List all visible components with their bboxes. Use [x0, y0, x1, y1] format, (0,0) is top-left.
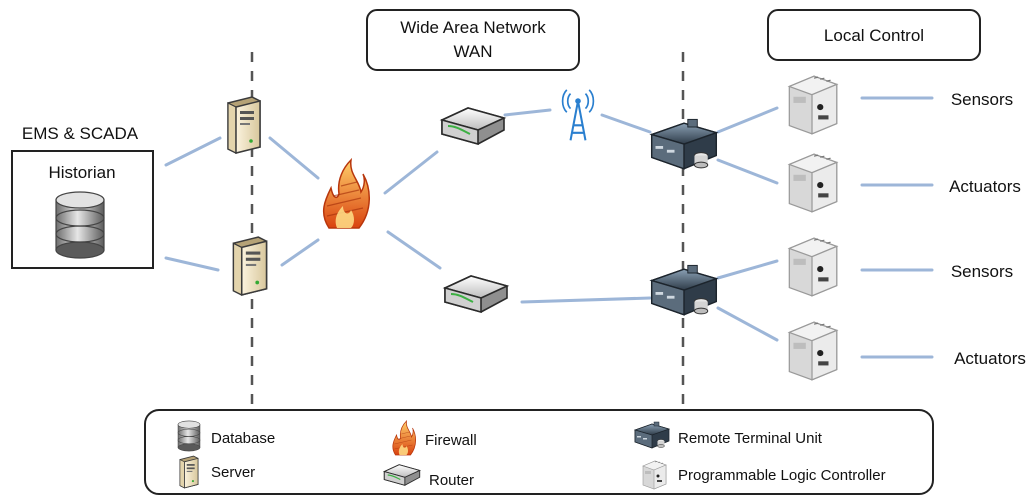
field-device-label: Actuators [954, 349, 1026, 368]
rtu-bottom-icon [650, 264, 718, 316]
link-rtu-top-plc-1 [716, 106, 779, 134]
local-control-box [767, 9, 981, 61]
legend-firewall-label: Firewall [425, 432, 477, 449]
link-historian-server-bottom [164, 256, 220, 272]
wireless-antenna-icon [561, 88, 595, 142]
historian-label: Historian [48, 163, 115, 182]
legend-server-icon [179, 455, 199, 489]
plc-2-icon [788, 153, 838, 213]
link-router-bottom-rtu-bottom [520, 296, 652, 304]
link-rtu-top-plc-2 [716, 158, 779, 185]
connectors [164, 96, 934, 359]
plc-4-icon [788, 321, 838, 381]
field-device-label: Actuators [949, 177, 1021, 196]
router-top-icon [441, 107, 505, 145]
local-control-title: Local Control [824, 26, 924, 45]
server-top-icon [227, 96, 261, 154]
link-firewall-router-bottom [386, 230, 442, 270]
plc-1-icon [788, 75, 838, 135]
historian-database-icon [55, 191, 105, 259]
legend-router-label: Router [429, 472, 474, 489]
wan-title: Wide Area Network [400, 18, 546, 37]
field-device-label: Sensors [951, 90, 1013, 109]
legend-plc-label: Programmable Logic Controller [678, 467, 886, 484]
ems-scada-label: EMS & SCADA [22, 124, 139, 143]
rtu-top-icon [650, 118, 718, 170]
link-firewall-router-top [383, 150, 439, 195]
link-server-top-firewall [268, 136, 320, 180]
legend-database-label: Database [211, 430, 275, 447]
link-router-top-antenna [503, 108, 552, 117]
field-device-label: Sensors [951, 262, 1013, 281]
router-bottom-icon [443, 274, 509, 314]
wan-box [366, 9, 580, 71]
legend-box [144, 409, 934, 495]
link-rtu-bottom-plc-4 [716, 306, 779, 342]
legend-database-icon [177, 420, 201, 452]
firewall-icon [322, 159, 371, 229]
legend-rtu-label: Remote Terminal Unit [678, 430, 823, 447]
legend-server-label: Server [211, 464, 255, 481]
plc-3-icon [788, 237, 838, 297]
legend: Database Server Firewall Router Remote T… [144, 409, 934, 495]
link-server-bottom-firewall [280, 238, 320, 267]
legend-plc-icon [642, 460, 667, 490]
server-bottom-icon [232, 236, 268, 296]
link-antenna-rtu-top [600, 113, 652, 134]
wan-subtitle: WAN [453, 42, 492, 61]
link-rtu-bottom-plc-3 [716, 259, 779, 280]
link-historian-server-top [164, 136, 222, 167]
